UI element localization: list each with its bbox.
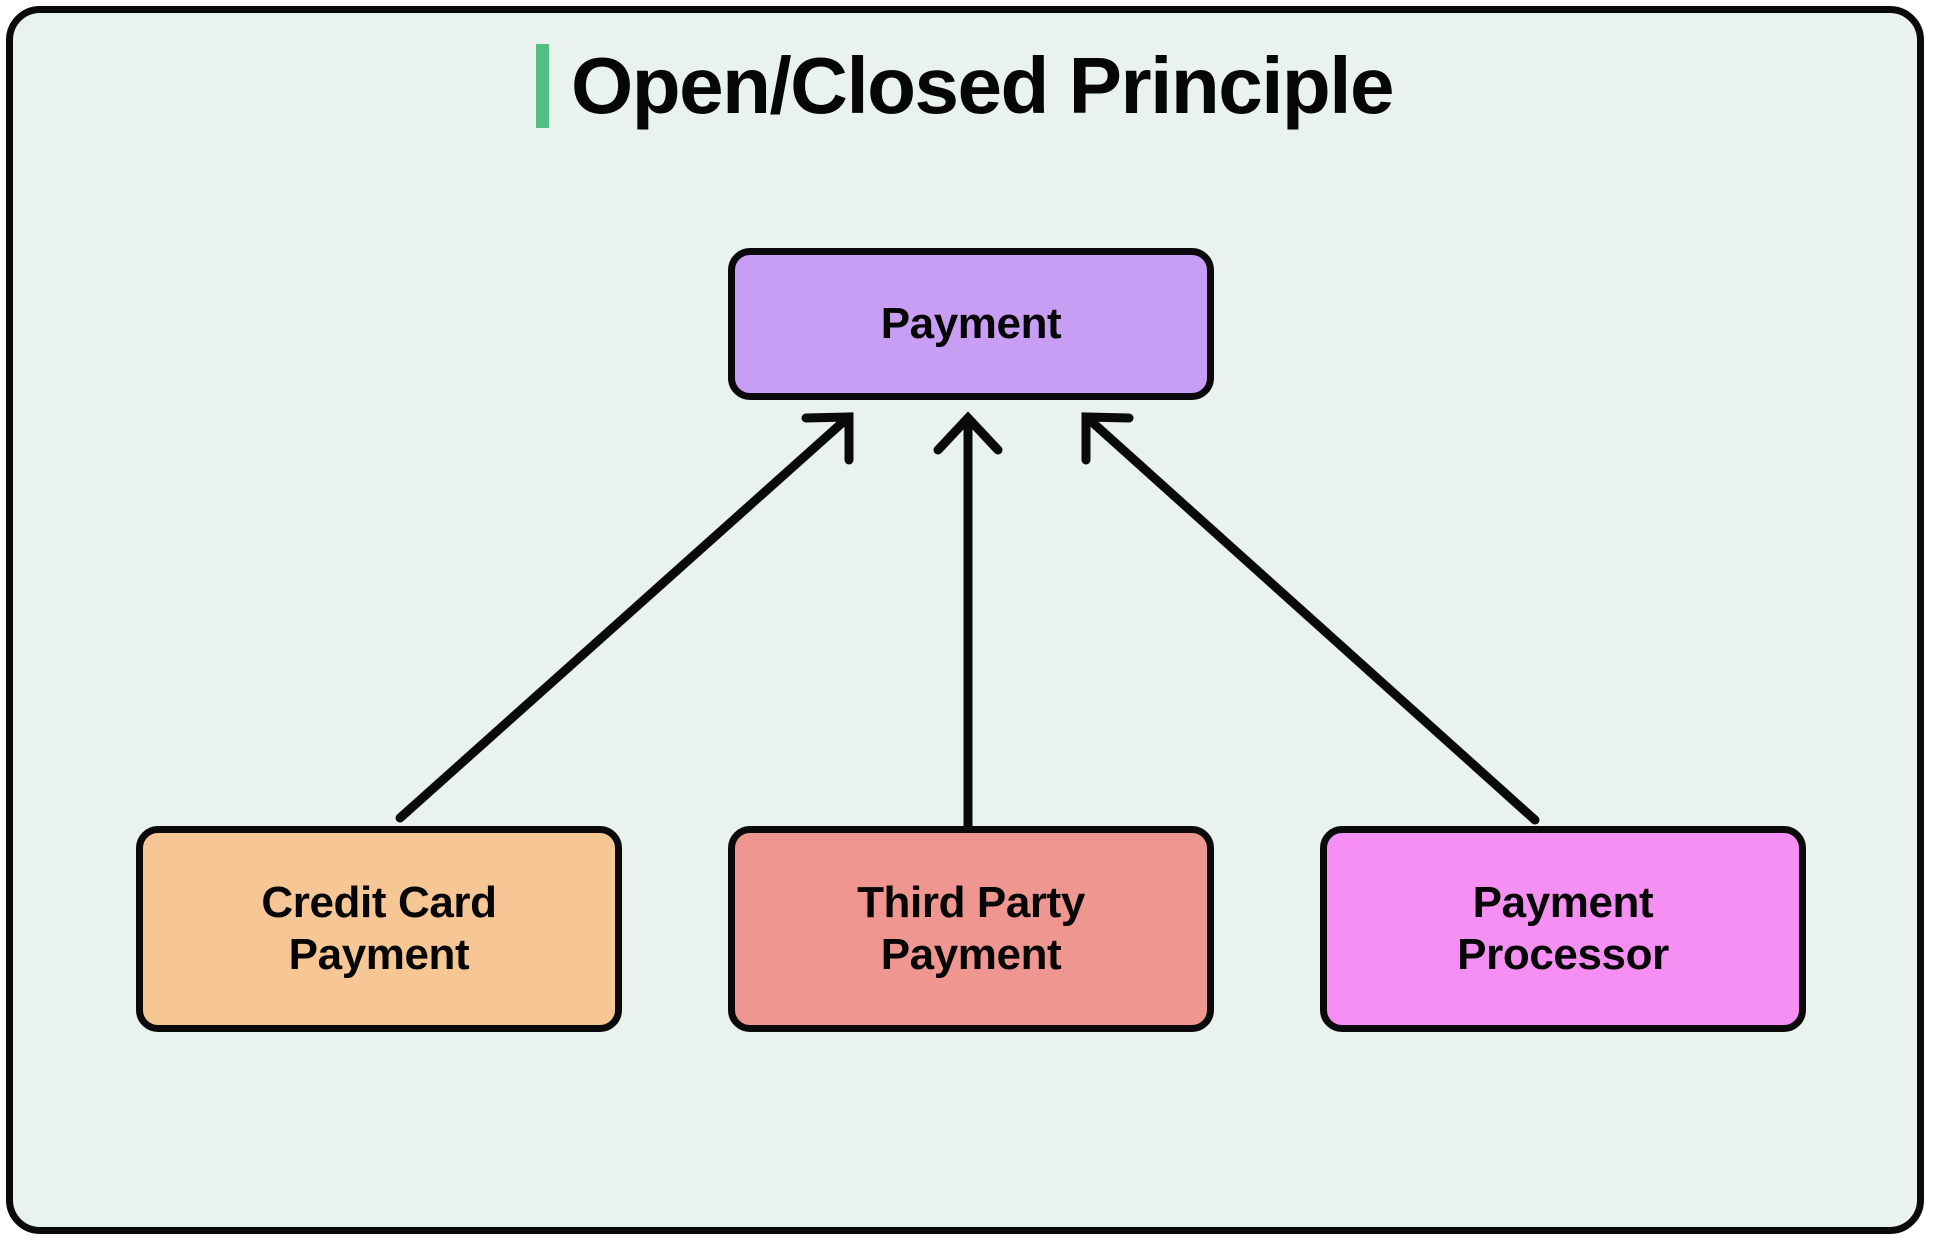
node-third-party-payment[interactable]: Third Party Payment bbox=[728, 826, 1214, 1032]
diagram-frame bbox=[6, 6, 1924, 1234]
node-payment-processor-label: Payment Processor bbox=[1457, 878, 1669, 979]
diagram-title-row: Open/Closed Principle bbox=[536, 36, 1395, 136]
node-credit-card-payment[interactable]: Credit Card Payment bbox=[136, 826, 622, 1032]
page-title: Open/Closed Principle bbox=[571, 41, 1395, 130]
title-accent-bar bbox=[536, 44, 549, 128]
node-payment-processor[interactable]: Payment Processor bbox=[1320, 826, 1806, 1032]
node-third-party-payment-label: Third Party Payment bbox=[857, 878, 1085, 979]
node-credit-card-payment-label: Credit Card Payment bbox=[261, 878, 497, 979]
node-payment[interactable]: Payment bbox=[728, 248, 1214, 400]
node-payment-label: Payment bbox=[880, 299, 1062, 349]
